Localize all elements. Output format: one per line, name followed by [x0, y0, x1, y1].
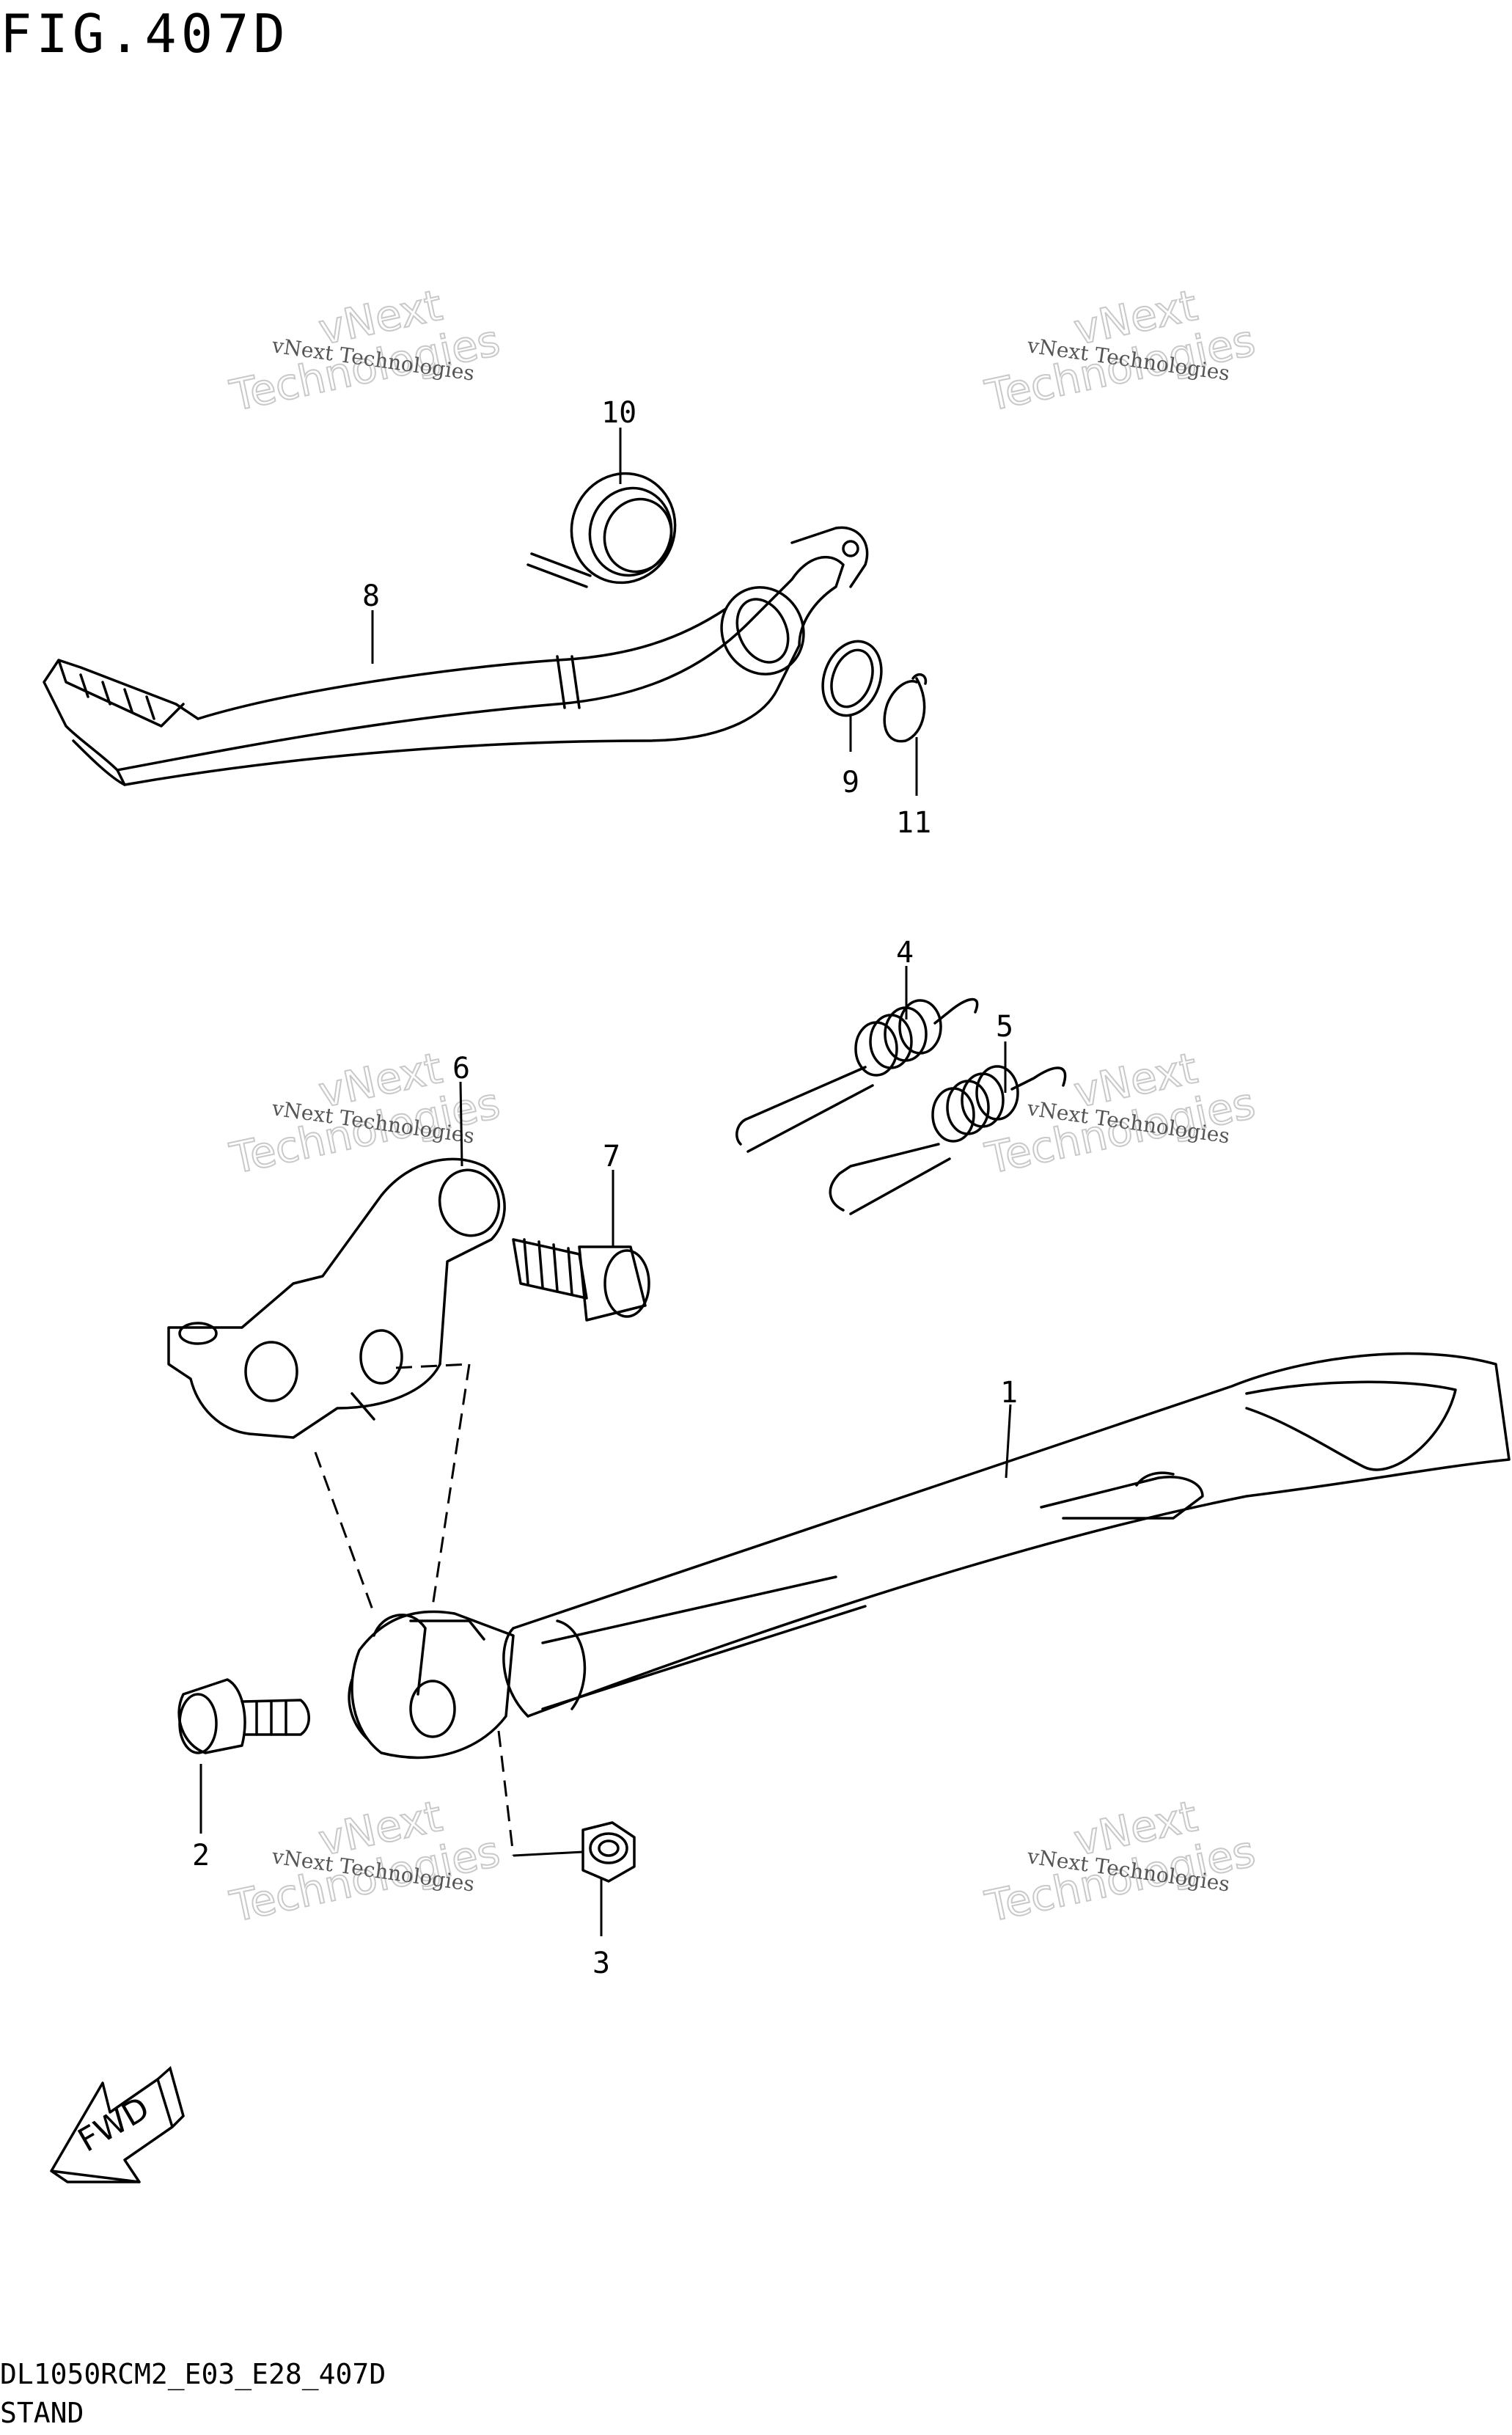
callout-10: 10	[601, 396, 636, 430]
watermark-bottom-left: Technologies vNext vNext Technologies	[225, 1790, 505, 1933]
callout-2: 2	[192, 1839, 210, 1872]
leader-1	[1005, 1404, 1012, 1479]
part-4-spring	[735, 997, 979, 1153]
model-code: DL1050RCM2_E03_E28_407D	[0, 2358, 386, 2390]
watermark-top-left: Technologies vNext vNext Technologies	[225, 279, 505, 422]
part-2-pivot-bolt	[177, 1678, 310, 1754]
callout-1: 1	[1000, 1376, 1018, 1410]
assembly-lines	[314, 1363, 515, 1856]
part-7-bolt	[512, 1238, 650, 1322]
dash-line	[431, 1363, 471, 1607]
callout-9: 9	[842, 766, 859, 799]
part-5-spring	[829, 1065, 1067, 1215]
part-6-stand-bracket	[167, 1157, 506, 1439]
part-11-circlip	[883, 673, 928, 743]
fwd-arrow-icon: FWD	[50, 2065, 185, 2183]
part-3-nut	[581, 1821, 636, 1883]
callout-6: 6	[452, 1052, 470, 1085]
callout-4: 4	[896, 936, 914, 970]
leader-6	[459, 1081, 463, 1167]
part-8-brake-pedal	[43, 526, 869, 786]
callout-5: 5	[996, 1010, 1013, 1044]
part-9-washer	[821, 640, 883, 717]
callout-8: 8	[362, 579, 380, 613]
leader-lines	[199, 428, 1012, 1936]
dash-line	[314, 1451, 375, 1614]
leader-3b	[513, 1850, 584, 1857]
figure-title: FIG.407D	[0, 3, 290, 65]
callout-labels: 1 2 3 4 5 6 7 8 9 10 11	[192, 396, 1018, 1980]
section-name: STAND	[0, 2397, 84, 2429]
callout-7: 7	[603, 1140, 620, 1173]
dash-line	[395, 1363, 470, 1369]
callout-11: 11	[896, 806, 931, 840]
watermark-top-right: Technologies vNext vNext Technologies	[980, 279, 1260, 422]
part-1-side-stand	[348, 1352, 1511, 1760]
callout-3: 3	[592, 1947, 610, 1980]
watermark-mid-right: Technologies vNext vNext Technologies	[980, 1042, 1260, 1184]
part-10-return-spring	[526, 472, 677, 588]
watermark-bottom-right: Technologies vNext vNext Technologies	[980, 1790, 1260, 1933]
dash-line	[497, 1730, 515, 1856]
